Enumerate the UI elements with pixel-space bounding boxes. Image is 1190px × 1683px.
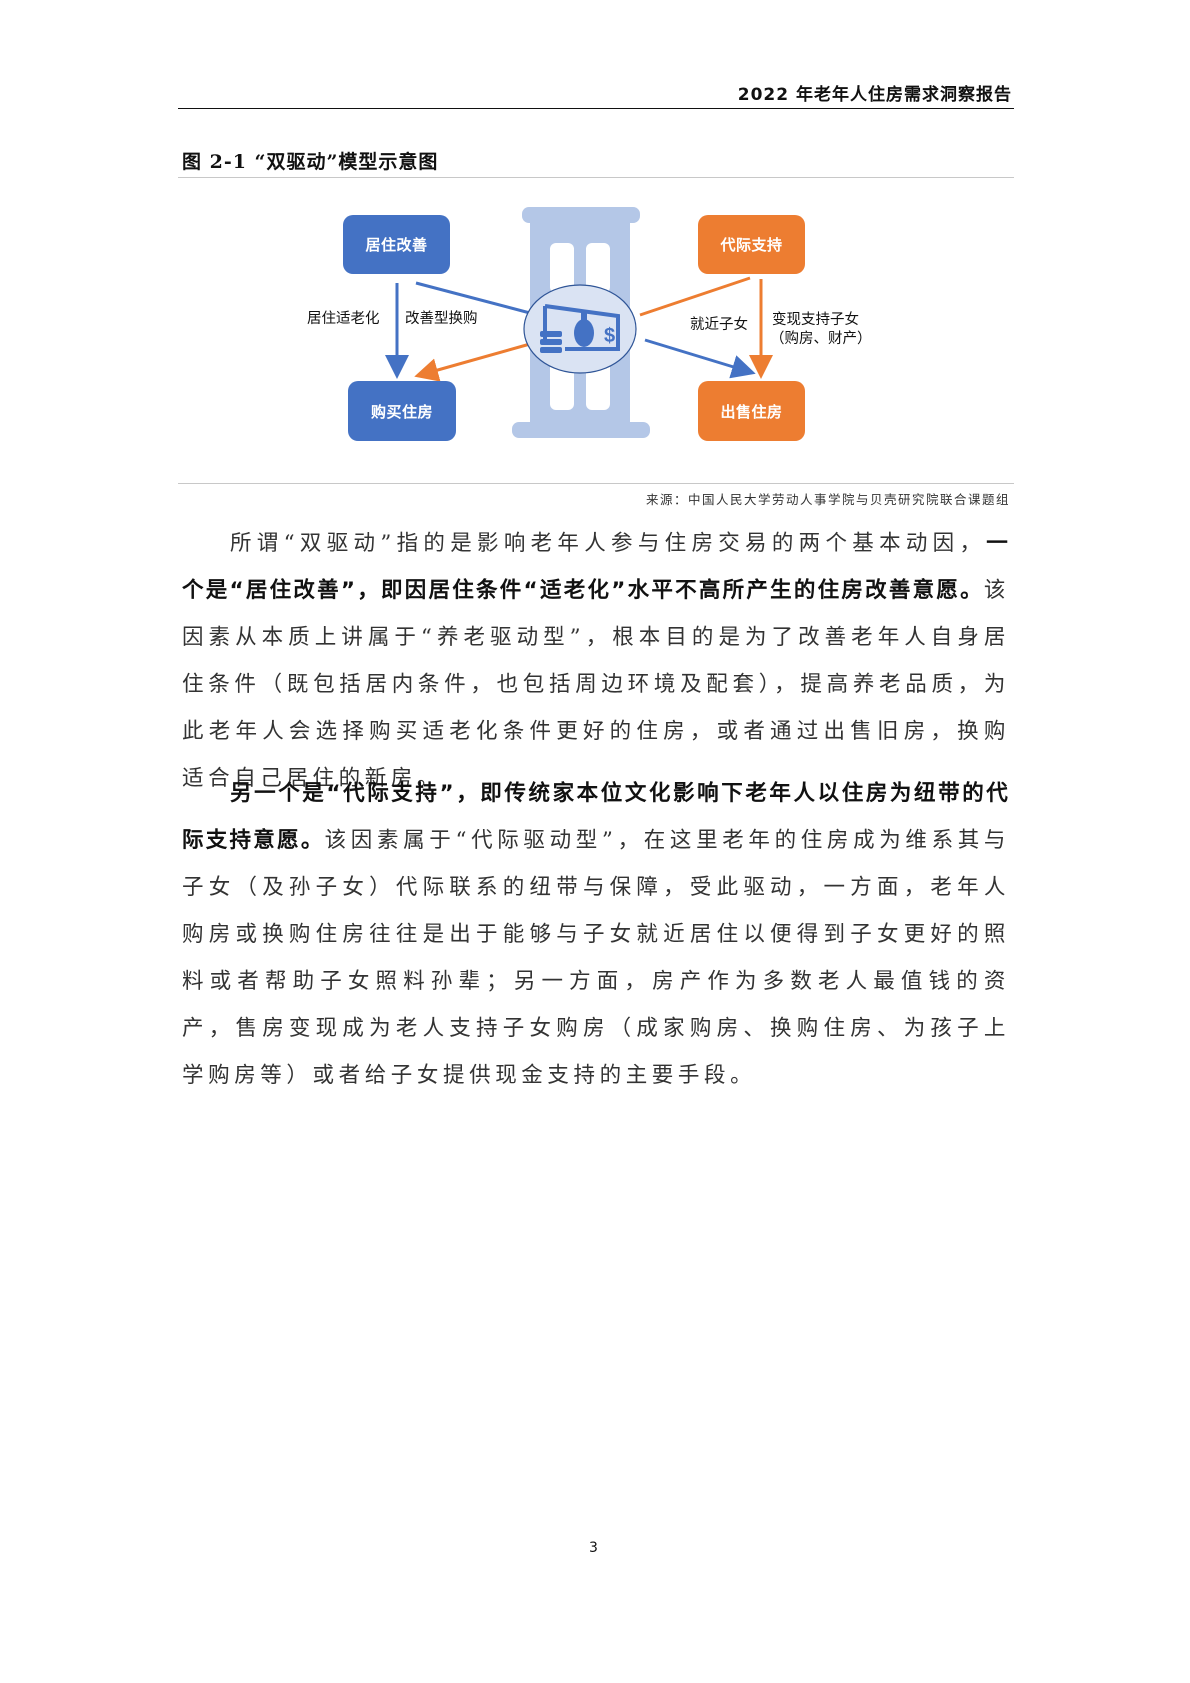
figure-title: 图 2-1 “双驱动”模型示意图 (182, 151, 439, 173)
money-cash-icon: $ (523, 284, 637, 374)
node-intergenerational-support: 代际支持 (698, 215, 805, 274)
paragraph-2-emphasis: 另一个是“代际支持”，即传统家本位文化影响下老年人以住房为纽带的代际支持意愿。 (182, 781, 1010, 853)
figure-top-rule (178, 177, 1014, 178)
paragraph-1-emphasis: 一个是“居住改善”，即因居住条件“适老化”水平不高所产生的住房改善意愿。 (182, 531, 1010, 603)
dual-drive-diagram: $ 居住改善 购买住房 代际支持 出售住房 居住适老化 改善型换购 就近子女 变… (0, 0, 1190, 480)
paragraph-1-body: 该因素从本质上讲属于“养老驱动型”，根本目的是为了改善老年人自身居住条件（既包括… (182, 578, 1010, 791)
paragraph-2: 另一个是“代际支持”，即传统家本位文化影响下老年人以住房为纽带的代际支持意愿。该… (182, 770, 1010, 1099)
diagram-graphics: $ (385, 207, 773, 438)
header-rule (178, 108, 1014, 109)
figure-bottom-rule (178, 483, 1014, 484)
label-near-children: 就近子女 (690, 317, 748, 333)
node-buy-housing: 购买住房 (348, 381, 456, 441)
label-improvement-swap: 改善型换购 (405, 311, 478, 327)
page-header-title: 2022 年老年人住房需求洞察报告 (737, 85, 1012, 105)
figure-source: 来源：中国人民大学劳动人事学院与贝壳研究院联合课题组 (645, 492, 1010, 507)
paragraph-1-lead: 所谓“双驱动”指的是影响老年人参与住房交易的两个基本动因， (230, 531, 987, 556)
node-sell-housing: 出售住房 (698, 381, 805, 441)
paragraph-2-body: 该因素属于“代际驱动型”，在这里老年的住房成为维系其与子女（及孙子女）代际联系的… (182, 828, 1011, 1088)
label-aging-friendly: 居住适老化 (307, 311, 380, 327)
label-cash-support: 变现支持子女 (772, 312, 859, 328)
label-cash-support-detail: （购房、财产） (770, 331, 872, 347)
page-number: 3 (589, 1540, 598, 1556)
node-residential-improvement: 居住改善 (343, 215, 450, 274)
paragraph-1: 所谓“双驱动”指的是影响老年人参与住房交易的两个基本动因，一个是“居住改善”，即… (182, 520, 1010, 802)
svg-text:$: $ (604, 325, 615, 347)
